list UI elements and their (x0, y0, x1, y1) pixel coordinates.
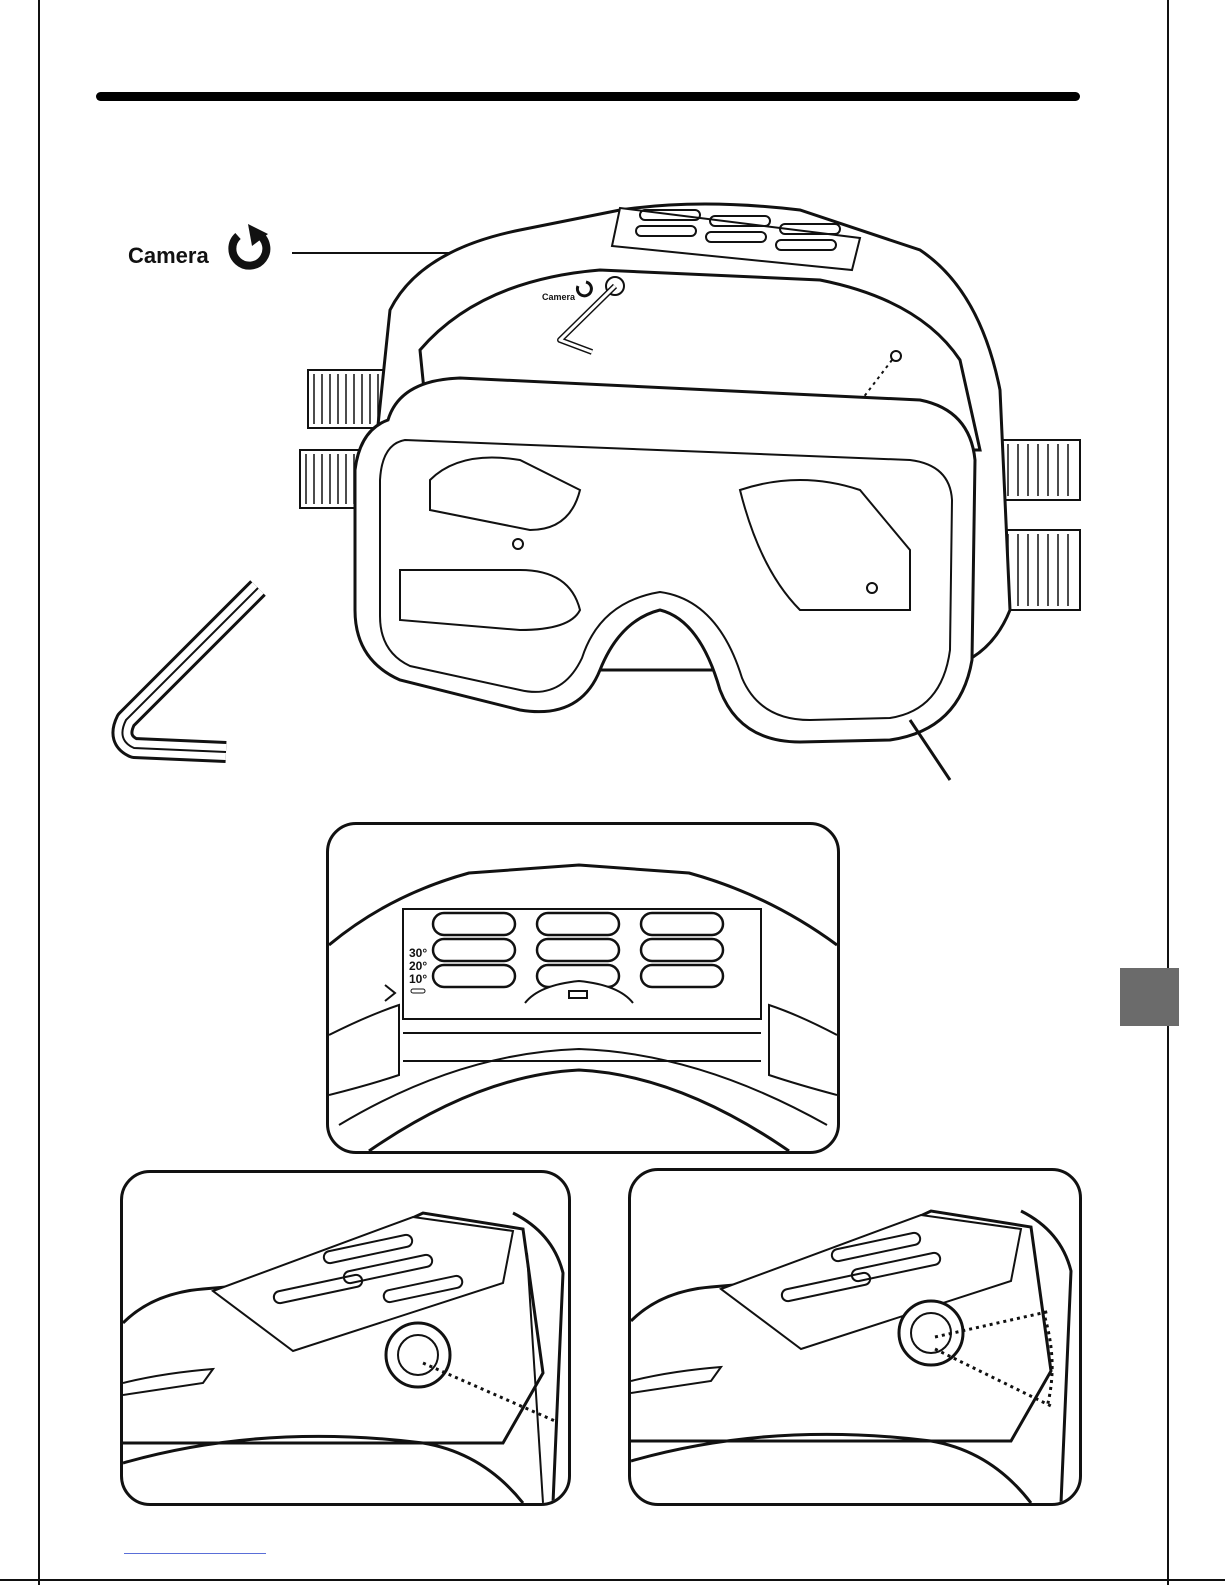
camera-angle-high-illustration (631, 1171, 1079, 1503)
detail-panel-camera-low (120, 1170, 571, 1506)
chapter-side-tab (1120, 968, 1179, 1026)
angle-mark-30: 30° (409, 946, 427, 960)
detail-panel-camera-high (628, 1168, 1082, 1506)
page-border-right (1167, 0, 1169, 1585)
angle-mark-10: 10° (409, 972, 427, 986)
footer-rule (0, 1579, 1225, 1581)
angle-mark-20: 20° (409, 959, 427, 973)
footer-link-underline (124, 1553, 266, 1554)
header-rule (96, 92, 1080, 101)
allen-key-icon (108, 580, 278, 770)
camera-angle-low-illustration (123, 1173, 568, 1503)
detail-panel-vent-angle: 30° 20° 10° (326, 822, 840, 1154)
page-border-left (38, 0, 40, 1585)
device-camera-label: Camera (542, 292, 576, 302)
vent-angle-illustration: 30° 20° 10° (329, 825, 837, 1151)
